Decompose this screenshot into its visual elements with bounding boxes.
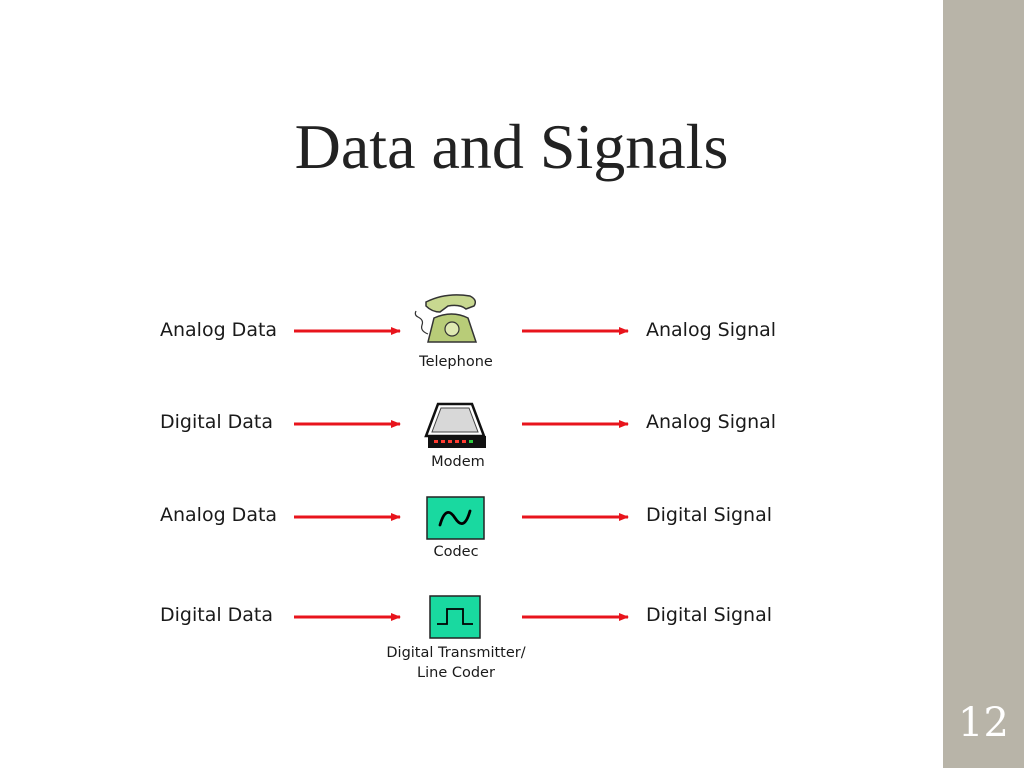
diagram-row: Digital Data Digital Transmitter/ Line C… <box>160 595 772 681</box>
line-coder-icon <box>429 595 481 639</box>
device-label: Telephone <box>418 354 493 370</box>
slide-title: Data and Signals <box>294 111 729 182</box>
diagram-row: Analog Data Telephone Analog Signal <box>160 294 776 370</box>
device-label: Modem <box>431 454 485 470</box>
telephone-icon <box>414 294 478 343</box>
device-label: Digital Transmitter/ <box>386 645 525 661</box>
page-number: 12 <box>958 700 1009 746</box>
input-label: Analog Data <box>160 319 277 341</box>
input-label: Digital Data <box>160 411 273 433</box>
device-label: Codec <box>433 544 478 560</box>
sidebar-panel <box>943 0 1024 768</box>
output-label: Digital Signal <box>646 504 772 526</box>
device-label: Line Coder <box>417 665 495 681</box>
output-label: Digital Signal <box>646 604 772 626</box>
input-label: Digital Data <box>160 604 273 626</box>
data-signal-diagram: Analog Data Telephone Analog Signal Digi… <box>160 294 776 681</box>
output-label: Analog Signal <box>646 411 776 433</box>
input-label: Analog Data <box>160 504 277 526</box>
diagram-row: Digital Data Modem Analog Signal <box>160 402 776 470</box>
diagram-row: Analog Data Codec Digital Signal <box>160 496 772 560</box>
codec-icon <box>426 496 485 540</box>
modem-icon <box>424 402 486 448</box>
output-label: Analog Signal <box>646 319 776 341</box>
